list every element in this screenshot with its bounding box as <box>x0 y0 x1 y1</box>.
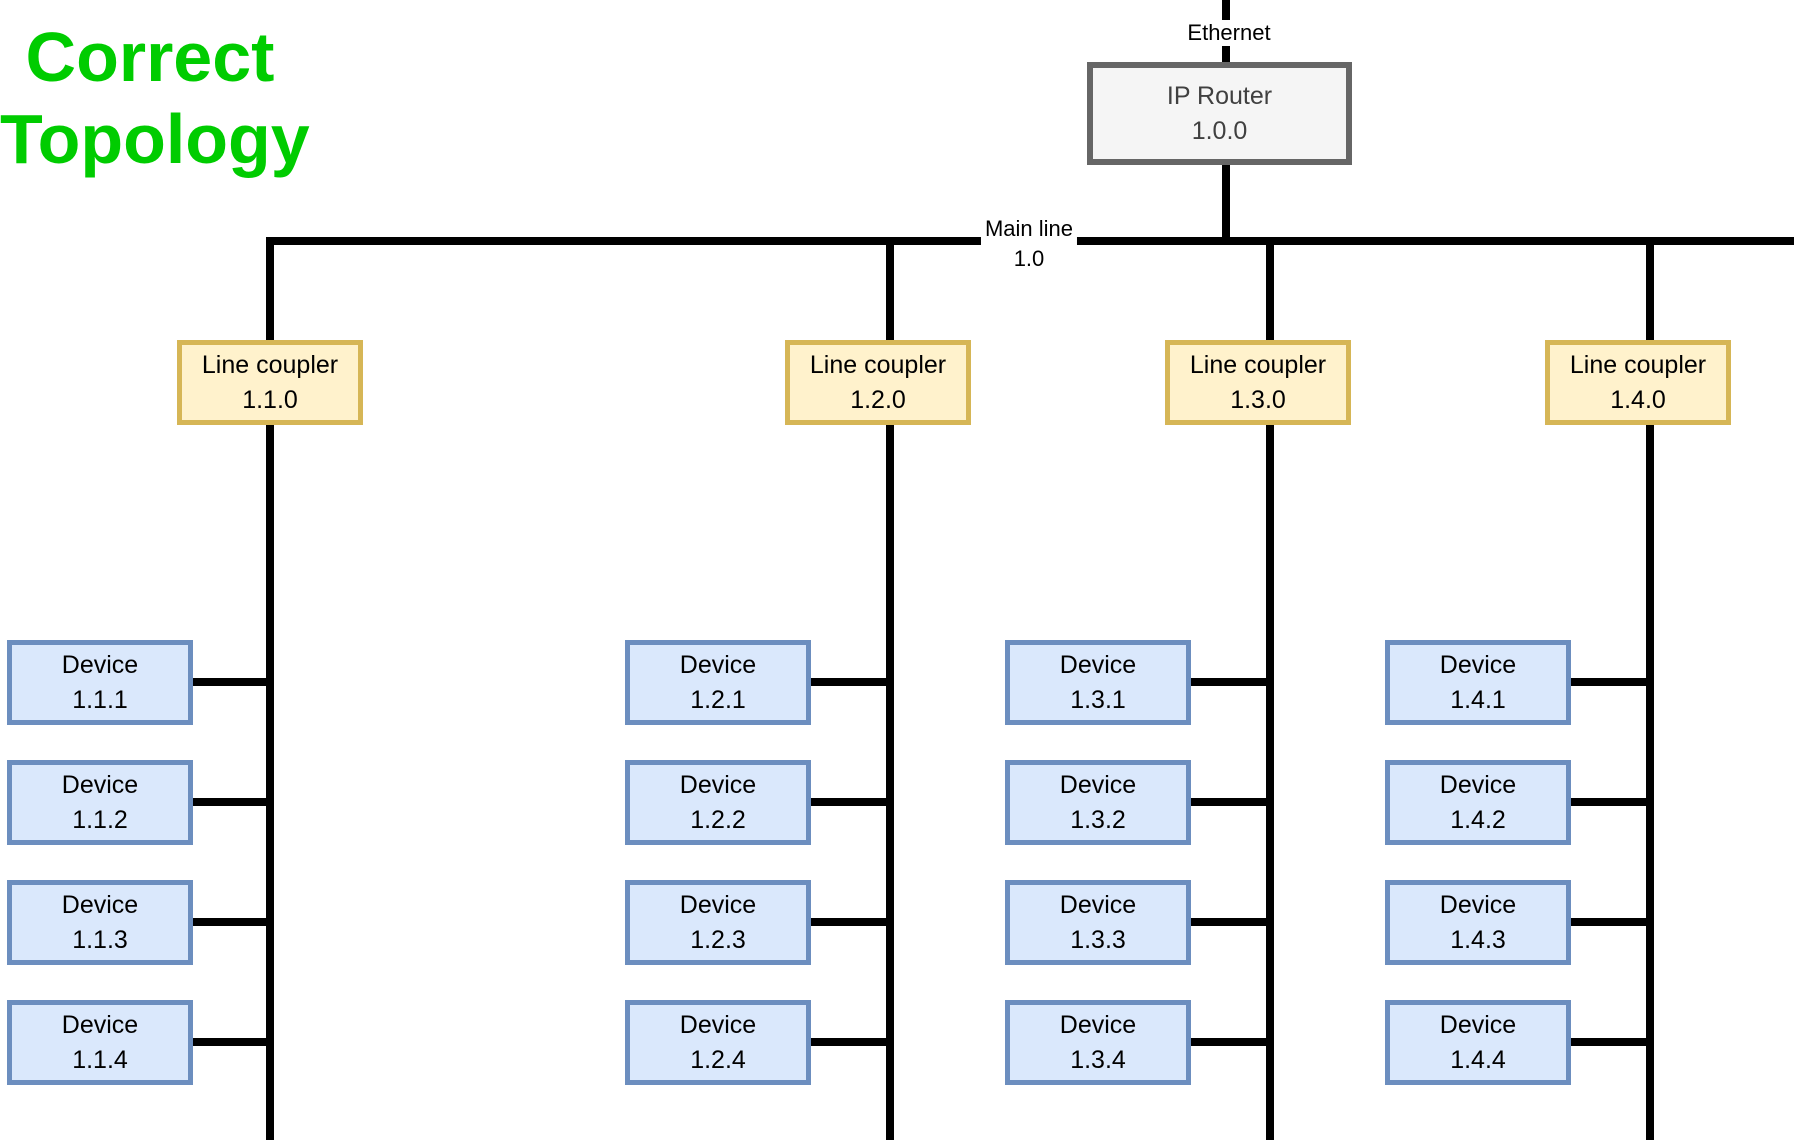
device-stub-1-1-4 <box>191 1038 274 1046</box>
device-address: 1.3.4 <box>1070 1045 1126 1074</box>
device-node-1-4-4: Device 1.4.4 <box>1385 1000 1571 1085</box>
branch-line-2 <box>886 237 894 1140</box>
router-drop-line <box>1222 160 1230 245</box>
device-stub-1-1-3 <box>191 918 274 926</box>
device-address: 1.2.3 <box>690 925 746 954</box>
device-stub-1-3-4 <box>1189 1038 1272 1046</box>
device-address: 1.1.4 <box>72 1045 128 1074</box>
device-label: Device <box>679 650 757 679</box>
coupler-label: Line coupler <box>809 350 947 379</box>
device-address: 1.3.1 <box>1070 685 1126 714</box>
device-address: 1.3.2 <box>1070 805 1126 834</box>
coupler-label: Line coupler <box>1189 350 1327 379</box>
device-address: 1.1.3 <box>72 925 128 954</box>
device-stub-1-3-1 <box>1189 678 1272 686</box>
device-address: 1.4.2 <box>1450 805 1506 834</box>
device-stub-1-2-4 <box>809 1038 892 1046</box>
device-node-1-4-3: Device 1.4.3 <box>1385 880 1571 965</box>
ip-router-address: 1.0.0 <box>1191 116 1248 145</box>
device-label: Device <box>61 890 139 919</box>
coupler-address: 1.1.0 <box>242 385 298 414</box>
device-label: Device <box>1059 890 1137 919</box>
device-stub-1-3-2 <box>1189 798 1272 806</box>
device-node-1-1-1: Device 1.1.1 <box>7 640 193 725</box>
coupler-address: 1.2.0 <box>850 385 906 414</box>
device-label: Device <box>1439 1010 1517 1039</box>
line-coupler-node-1-4-0: Line coupler 1.4.0 <box>1545 340 1731 425</box>
device-address: 1.3.3 <box>1070 925 1126 954</box>
device-address: 1.1.1 <box>72 685 128 714</box>
device-label: Device <box>1059 770 1137 799</box>
device-address: 1.2.4 <box>690 1045 746 1074</box>
device-label: Device <box>1439 770 1517 799</box>
ip-router-label: IP Router <box>1166 81 1273 110</box>
device-node-1-3-1: Device 1.3.1 <box>1005 640 1191 725</box>
device-stub-1-2-3 <box>809 918 892 926</box>
ethernet-label: Ethernet <box>1184 20 1274 46</box>
device-stub-1-2-1 <box>809 678 892 686</box>
device-address: 1.4.3 <box>1450 925 1506 954</box>
coupler-address: 1.4.0 <box>1610 385 1666 414</box>
device-node-1-3-2: Device 1.3.2 <box>1005 760 1191 845</box>
branch-line-4 <box>1646 237 1654 1140</box>
device-address: 1.4.1 <box>1450 685 1506 714</box>
device-label: Device <box>1059 650 1137 679</box>
line-coupler-node-1-2-0: Line coupler 1.2.0 <box>785 340 971 425</box>
line-coupler-node-1-1-0: Line coupler 1.1.0 <box>177 340 363 425</box>
title-line-1: Correct <box>25 18 275 96</box>
coupler-label: Line coupler <box>201 350 339 379</box>
device-label: Device <box>1059 1010 1137 1039</box>
device-stub-1-4-2 <box>1569 798 1652 806</box>
branch-line-3 <box>1266 237 1274 1140</box>
device-node-1-1-2: Device 1.1.2 <box>7 760 193 845</box>
device-node-1-3-4: Device 1.3.4 <box>1005 1000 1191 1085</box>
diagram-title: Correct Topology <box>0 16 310 180</box>
ip-router-node: IP Router 1.0.0 <box>1087 62 1352 165</box>
device-node-1-3-3: Device 1.3.3 <box>1005 880 1191 965</box>
device-address: 1.2.2 <box>690 805 746 834</box>
coupler-label: Line coupler <box>1569 350 1707 379</box>
device-node-1-4-2: Device 1.4.2 <box>1385 760 1571 845</box>
device-label: Device <box>1439 890 1517 919</box>
device-label: Device <box>61 770 139 799</box>
device-stub-1-4-1 <box>1569 678 1652 686</box>
device-node-1-2-4: Device 1.2.4 <box>625 1000 811 1085</box>
device-node-1-1-4: Device 1.1.4 <box>7 1000 193 1085</box>
device-node-1-4-1: Device 1.4.1 <box>1385 640 1571 725</box>
device-stub-1-1-1 <box>191 678 274 686</box>
branch-line-1 <box>266 237 274 1140</box>
line-coupler-node-1-3-0: Line coupler 1.3.0 <box>1165 340 1351 425</box>
device-stub-1-2-2 <box>809 798 892 806</box>
main-line-address: 1.0 <box>1013 246 1045 271</box>
device-label: Device <box>61 650 139 679</box>
device-address: 1.4.4 <box>1450 1045 1506 1074</box>
device-stub-1-4-3 <box>1569 918 1652 926</box>
device-node-1-2-2: Device 1.2.2 <box>625 760 811 845</box>
device-node-1-1-3: Device 1.1.3 <box>7 880 193 965</box>
main-line-label-text: Main line <box>980 212 1078 246</box>
coupler-address: 1.3.0 <box>1230 385 1286 414</box>
main-line-label: Main line 1.0 <box>980 212 1078 272</box>
device-label: Device <box>679 1010 757 1039</box>
device-stub-1-3-3 <box>1189 918 1272 926</box>
device-label: Device <box>679 770 757 799</box>
device-address: 1.1.2 <box>72 805 128 834</box>
device-label: Device <box>61 1010 139 1039</box>
device-node-1-2-1: Device 1.2.1 <box>625 640 811 725</box>
device-stub-1-1-2 <box>191 798 274 806</box>
device-node-1-2-3: Device 1.2.3 <box>625 880 811 965</box>
device-address: 1.2.1 <box>690 685 746 714</box>
device-label: Device <box>1439 650 1517 679</box>
device-stub-1-4-4 <box>1569 1038 1652 1046</box>
device-label: Device <box>679 890 757 919</box>
title-line-2: Topology <box>0 100 310 178</box>
